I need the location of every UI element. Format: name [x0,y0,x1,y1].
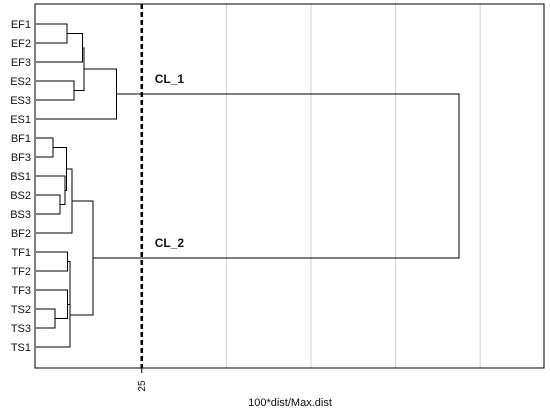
leaf-label-tf3: TF3 [11,285,31,297]
leaf-label-ef1: EF1 [11,19,31,31]
leaf-label-ts1: TS1 [11,342,31,354]
link-m3 [36,80,75,101]
leaf-label-es1: ES1 [10,114,31,126]
leaf-label-bf2: BF2 [11,228,31,240]
link-m7 [36,194,61,215]
leaf-label-es2: ES2 [10,76,31,88]
link-m1 [36,23,68,44]
leaf-label-bf1: BF1 [11,133,31,145]
leaf-label-bf3: BF3 [11,152,31,164]
chart-overlay: 25 CL_1CL_2 [137,4,185,392]
link-m12 [36,308,56,329]
x-tick-label-1: 25 [137,380,148,392]
leaf-labels: EF1EF2EF3ES2ES3ES1BF1BF3BS1BS2BS3BF2TF1T… [10,19,31,354]
leaf-label-bs3: BS3 [10,209,31,221]
cluster-label-2: CL_2 [155,236,185,250]
link-m16 [69,200,94,316]
grid-lines [225,4,481,368]
link-m5 [36,68,117,120]
link-m13 [36,289,69,319]
link-m2 [36,33,84,63]
leaf-label-ts2: TS2 [11,304,31,316]
leaf-label-ef3: EF3 [11,57,31,69]
link-m15 [36,282,71,348]
dendrogram-links [36,23,460,348]
leaf-label-ts3: TS3 [11,323,31,335]
link-m11 [36,251,69,272]
leaf-label-bs1: BS1 [10,171,31,183]
leaf-label-tf2: TF2 [11,266,31,278]
x-axis-label: 100*dist/Max.dist [248,397,332,409]
leaf-label-tf1: TF1 [11,247,31,259]
plot-frame [34,3,545,369]
leaf-label-ef2: EF2 [11,38,31,50]
cluster-label-1: CL_1 [155,72,185,86]
link-m6 [36,137,54,158]
link-m17 [93,93,460,259]
leaf-label-es3: ES3 [10,95,31,107]
leaf-label-bs2: BS2 [10,190,31,202]
